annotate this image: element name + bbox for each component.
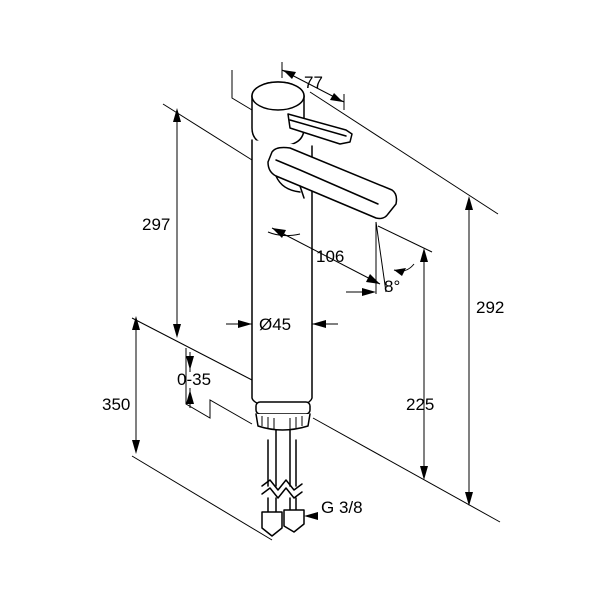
label-body-diameter: Ø45 (259, 315, 291, 334)
hose-connector-left (261, 511, 283, 537)
label-lever-width: 77 (304, 73, 323, 92)
label-tilt-angle: 8° (384, 277, 400, 296)
dimension-labels: 77 297 106 8° Ø45 292 225 0-35 350 G 3/8 (102, 73, 504, 517)
spout (267, 146, 398, 220)
base-nut (255, 401, 311, 415)
label-spout-height: 297 (142, 215, 170, 234)
hose-connector-right (283, 509, 305, 533)
extension-lines (131, 70, 501, 541)
label-outlet-height: 225 (406, 395, 434, 414)
faucet-body (251, 81, 398, 537)
label-deck-thickness: 0-35 (177, 370, 211, 389)
label-spout-reach: 106 (316, 247, 344, 266)
label-connection-thread: G 3/8 (321, 498, 363, 517)
hose-break (261, 479, 303, 491)
label-max-height: 292 (476, 298, 504, 317)
dimension-lines (132, 62, 473, 520)
label-hose-length: 350 (102, 395, 130, 414)
